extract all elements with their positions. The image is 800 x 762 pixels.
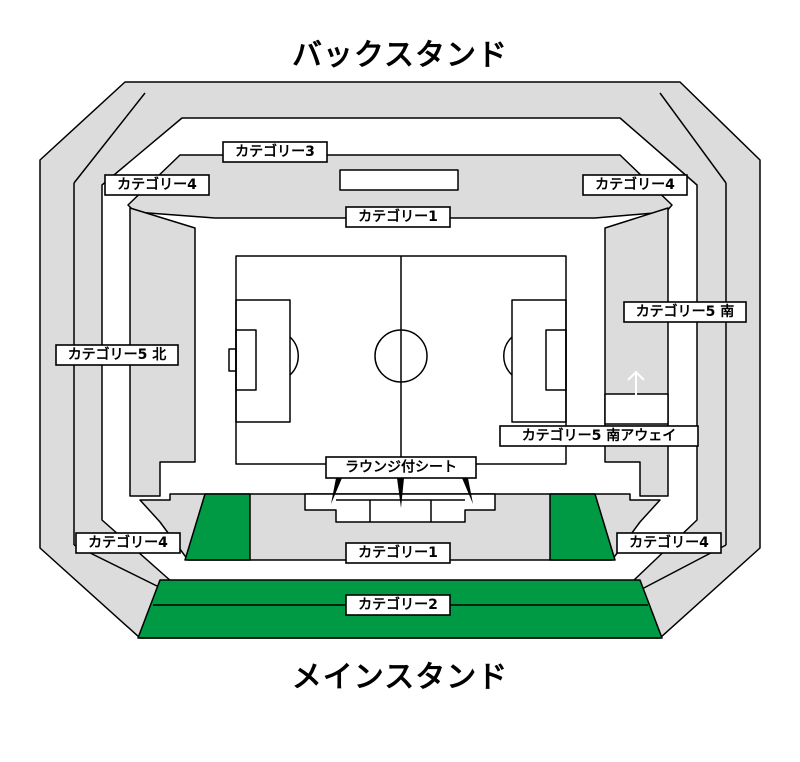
svg-text:カテゴリー4: カテゴリー4 xyxy=(595,176,675,193)
back-stand-title: バックスタンド xyxy=(291,38,509,73)
label-cat5-south-away: カテゴリー5 南アウェイ xyxy=(499,425,699,447)
lounge-blocks xyxy=(304,493,496,523)
svg-text:カテゴリー4: カテゴリー4 xyxy=(629,534,709,551)
label-cat3: カテゴリー3 xyxy=(222,141,328,163)
green-seat-right xyxy=(549,493,616,561)
label-cat4-main-left: カテゴリー4 xyxy=(75,532,181,554)
label-lounge: ラウンジ付シート xyxy=(325,456,477,479)
lounge-pointers xyxy=(331,478,473,508)
svg-text:カテゴリー4: カテゴリー4 xyxy=(117,176,197,193)
svg-text:カテゴリー1: カテゴリー1 xyxy=(358,208,438,225)
svg-text:カテゴリー5 北: カテゴリー5 北 xyxy=(68,346,167,363)
svg-text:カテゴリー1: カテゴリー1 xyxy=(358,544,438,561)
svg-text:カテゴリー5 南アウェイ: カテゴリー5 南アウェイ xyxy=(522,427,677,444)
label-cat4-back-right: カテゴリー4 xyxy=(582,174,688,196)
ring-divider xyxy=(73,92,146,184)
label-cat4-back-left: カテゴリー4 xyxy=(104,174,210,196)
label-cat2: カテゴリー2 xyxy=(345,594,451,616)
svg-text:ラウンジ付シート: ラウンジ付シート xyxy=(345,459,457,476)
label-cat1-main: カテゴリー1 xyxy=(345,542,451,564)
svg-text:カテゴリー2: カテゴリー2 xyxy=(358,596,438,613)
label-cat1-back: カテゴリー1 xyxy=(345,206,451,228)
svg-text:カテゴリー5 南: カテゴリー5 南 xyxy=(636,303,735,320)
south-inner-stand xyxy=(604,207,669,497)
ring-divider xyxy=(659,92,727,184)
back-box xyxy=(339,169,459,191)
up-down-arrow-icon xyxy=(627,370,645,420)
svg-text:カテゴリー4: カテゴリー4 xyxy=(88,534,168,551)
label-cat5-north: カテゴリー5 北 xyxy=(55,344,179,366)
main-stand-title: メインスタンド xyxy=(291,660,509,695)
green-seat-left xyxy=(184,493,251,561)
label-cat4-main-right: カテゴリー4 xyxy=(616,532,722,554)
svg-text:カテゴリー3: カテゴリー3 xyxy=(235,143,315,160)
label-cat5-south: カテゴリー5 南 xyxy=(623,301,747,323)
